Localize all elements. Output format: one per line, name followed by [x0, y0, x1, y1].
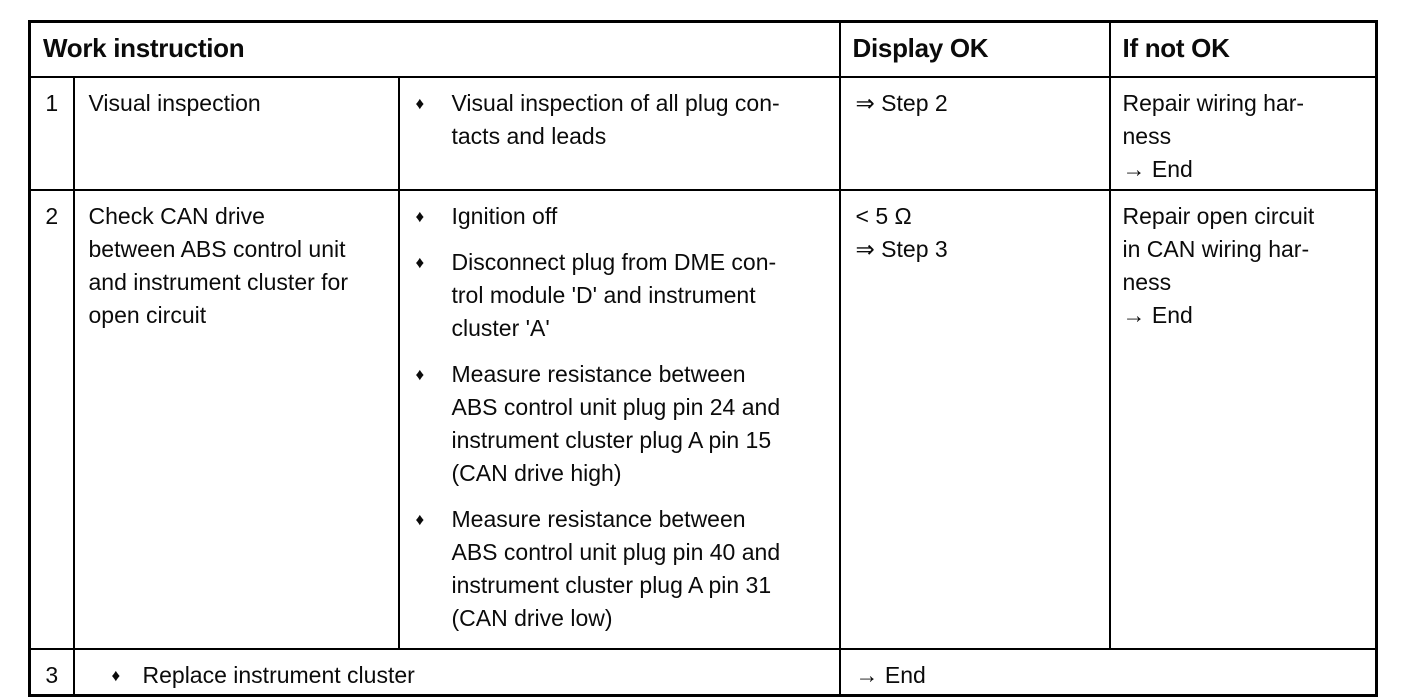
table-header-row: Work instruction Display OK If not OK [28, 20, 1378, 78]
diamond-bullet-icon: ♦ [415, 509, 425, 529]
step-number: 1 [28, 75, 75, 191]
bullet-text: Disconnect plug from DME con- trol modul… [451, 248, 777, 341]
table-row-step-3: 3 ♦ Replace instrument cluster → End [28, 647, 1378, 697]
step-title-text: Check CAN drive between ABS control unit… [88, 202, 349, 328]
list-item: ♦ Measure resistance between ABS control… [415, 358, 831, 490]
step-actions: ♦ Visual inspection of all plug con- tac… [397, 75, 841, 191]
step-title: Check CAN drive between ABS control unit… [72, 188, 400, 650]
display-ok-cell: < 5 Ω ⇒ Step 3 [838, 188, 1111, 650]
if-not-ok-cell: Repair open circuit in CAN wiring har- n… [1108, 188, 1378, 650]
bullet-text: Visual inspection of all plug con- tacts… [451, 89, 780, 149]
diamond-bullet-icon: ♦ [111, 665, 121, 685]
if-not-ok-text: Repair open circuit in CAN wiring har- n… [1122, 202, 1315, 328]
list-item: ♦ Ignition off [415, 200, 831, 233]
step-title: Visual inspection [72, 75, 400, 191]
display-ok-cell: ⇒ Step 2 [838, 75, 1111, 191]
diamond-bullet-icon: ♦ [415, 93, 425, 113]
header-display-ok: Display OK [838, 20, 1111, 78]
step-number: 2 [28, 188, 75, 650]
bullet-text: Measure resistance between ABS control u… [451, 360, 781, 486]
work-instruction-table: Work instruction Display OK If not OK 1 … [28, 20, 1379, 697]
result-text: → End [855, 661, 926, 688]
table-row-step-2: 2 Check CAN drive between ABS control un… [28, 188, 1378, 650]
bullet-text: Replace instrument cluster [142, 661, 415, 688]
list-item: ♦ Measure resistance between ABS control… [415, 503, 831, 635]
diamond-bullet-icon: ♦ [415, 206, 425, 226]
bullet-text: Measure resistance between ABS control u… [451, 505, 781, 631]
result-cell: → End [838, 647, 1378, 697]
list-item: ♦ Visual inspection of all plug con- tac… [415, 87, 831, 153]
header-work-instruction: Work instruction [28, 20, 841, 78]
if-not-ok-text: Repair wiring har- ness → End [1122, 89, 1305, 182]
step-actions: ♦ Replace instrument cluster [72, 647, 841, 697]
step-actions: ♦ Ignition off ♦ Disconnect plug from DM… [397, 188, 841, 650]
if-not-ok-cell: Repair wiring har- ness → End [1108, 75, 1378, 191]
display-ok-text: ⇒ Step 2 [855, 89, 948, 116]
display-ok-text: < 5 Ω ⇒ Step 3 [855, 202, 948, 262]
diamond-bullet-icon: ♦ [415, 252, 425, 272]
step-title-text: Visual inspection [88, 89, 261, 116]
header-if-not-ok: If not OK [1108, 20, 1378, 78]
bullet-text: Ignition off [451, 202, 558, 229]
list-item: ♦ Replace instrument cluster [90, 659, 831, 692]
list-item: ♦ Disconnect plug from DME con- trol mod… [415, 246, 831, 345]
diamond-bullet-icon: ♦ [415, 364, 425, 384]
table-row-step-1: 1 Visual inspection ♦ Visual inspection … [28, 75, 1378, 191]
step-number: 3 [28, 647, 75, 697]
